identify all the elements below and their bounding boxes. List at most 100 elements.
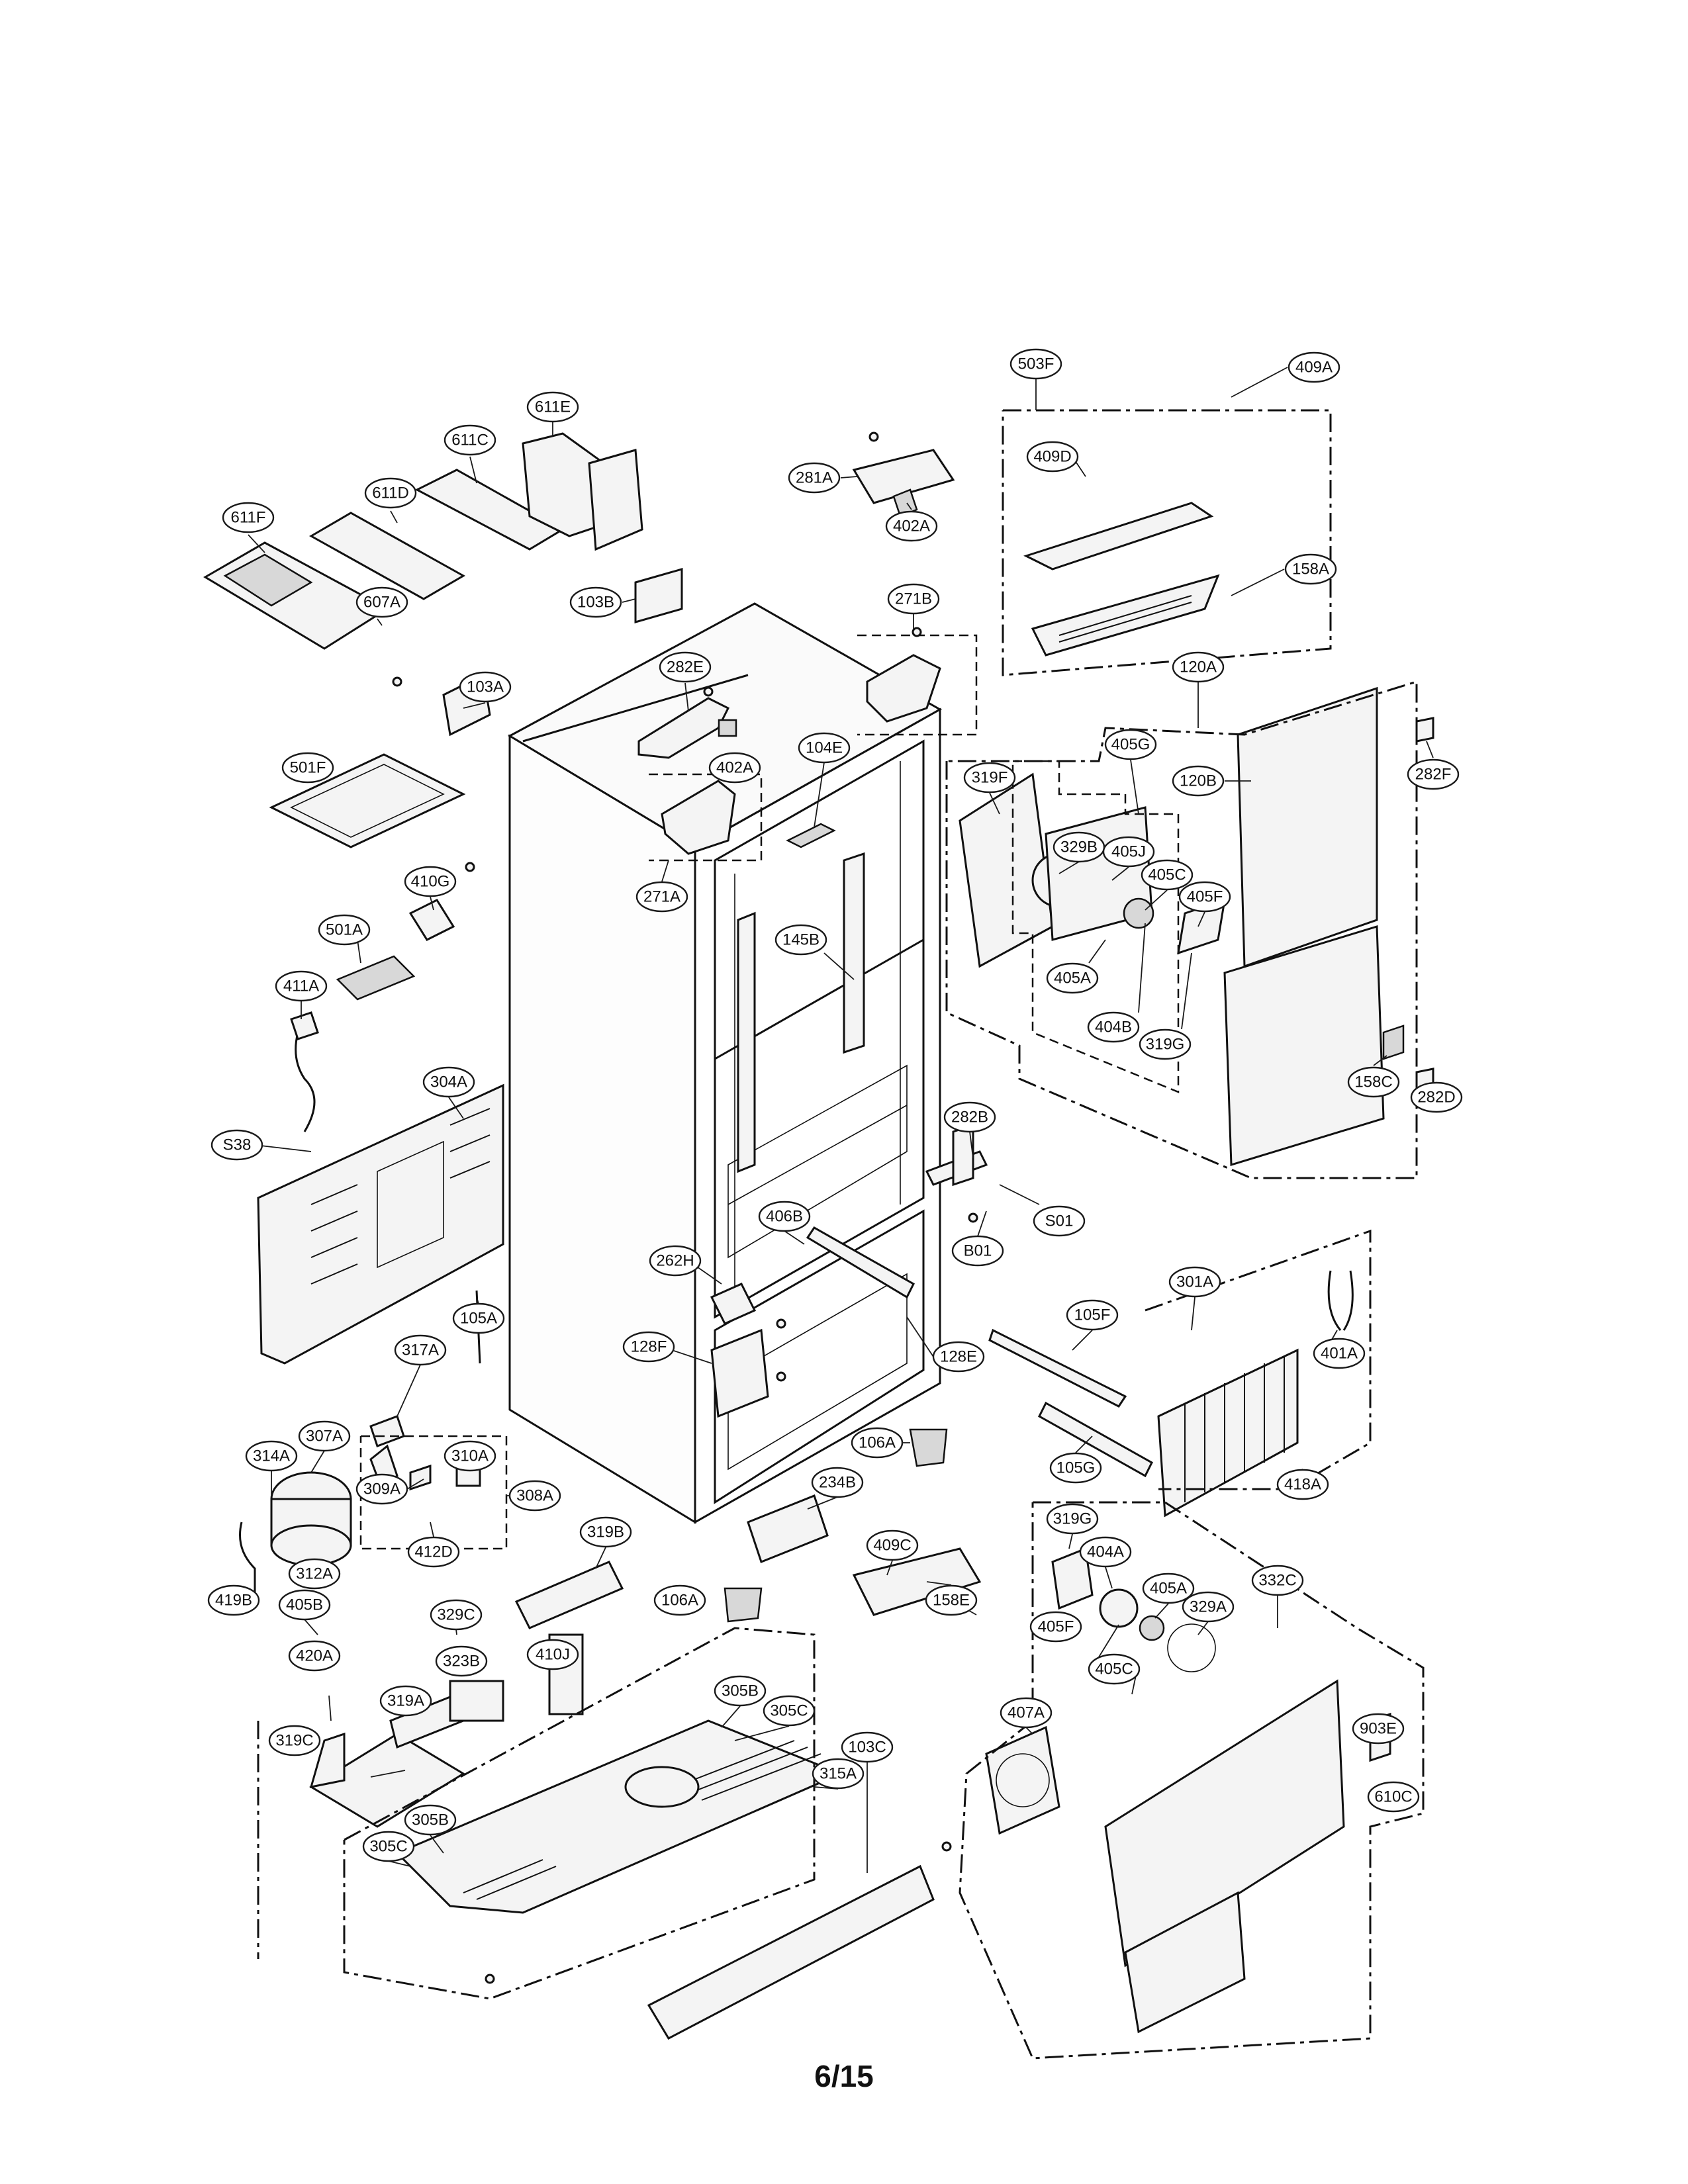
- part-callout[interactable]: 271B: [887, 583, 940, 615]
- part-callout[interactable]: 501F: [281, 752, 334, 784]
- part-callout[interactable]: 503F: [1009, 348, 1062, 380]
- part-callout[interactable]: 404B: [1087, 1011, 1140, 1043]
- part-callout[interactable]: 611E: [526, 391, 579, 423]
- part-callout[interactable]: 305B: [714, 1675, 767, 1707]
- part-callout[interactable]: 410J: [526, 1639, 579, 1670]
- part-callout[interactable]: 405A: [1142, 1572, 1195, 1604]
- part-callout[interactable]: 319A: [379, 1685, 432, 1717]
- part-callout[interactable]: 234B: [811, 1467, 864, 1498]
- part-callout[interactable]: 407A: [1000, 1697, 1053, 1729]
- part-callout[interactable]: 329B: [1053, 831, 1105, 863]
- part-callout[interactable]: 409C: [866, 1529, 919, 1561]
- part-callout[interactable]: 319C: [268, 1725, 321, 1756]
- part-callout[interactable]: 271A: [635, 881, 688, 913]
- part-callout[interactable]: 301A: [1168, 1266, 1221, 1298]
- part-callout[interactable]: S01: [1033, 1205, 1086, 1237]
- part-callout[interactable]: 120A: [1172, 651, 1225, 683]
- part-callout[interactable]: 106A: [653, 1584, 706, 1616]
- part-callout[interactable]: 412D: [407, 1536, 460, 1568]
- part-callout[interactable]: 418A: [1276, 1469, 1329, 1500]
- part-callout[interactable]: 405J: [1102, 836, 1155, 868]
- part-callout[interactable]: 410G: [404, 866, 457, 897]
- part-callout[interactable]: 610C: [1367, 1781, 1420, 1813]
- part-callout[interactable]: S38: [211, 1129, 263, 1161]
- part-callout[interactable]: 305C: [763, 1695, 816, 1727]
- svg-text:312A: 312A: [296, 1565, 333, 1583]
- part-callout[interactable]: 158C: [1347, 1066, 1400, 1098]
- part-callout[interactable]: 120B: [1172, 765, 1225, 797]
- part-callout[interactable]: 105G: [1049, 1452, 1102, 1484]
- part-callout[interactable]: 611D: [364, 477, 417, 509]
- part-callout[interactable]: 158E: [925, 1584, 978, 1616]
- part-callout[interactable]: 319G: [1139, 1028, 1192, 1060]
- part-callout[interactable]: B01: [951, 1235, 1004, 1267]
- svg-text:105F: 105F: [1074, 1306, 1111, 1324]
- part-callout[interactable]: 282B: [943, 1101, 996, 1133]
- part-callout[interactable]: 304A: [422, 1066, 475, 1098]
- svg-text:282E: 282E: [667, 659, 704, 676]
- part-callout[interactable]: 315A: [812, 1758, 865, 1790]
- part-callout[interactable]: 501A: [318, 914, 371, 946]
- part-callout[interactable]: 104E: [798, 732, 851, 764]
- part-callout[interactable]: 128F: [622, 1331, 675, 1363]
- part-callout[interactable]: 103A: [459, 671, 512, 703]
- part-callout[interactable]: 262H: [649, 1245, 702, 1277]
- part-callout[interactable]: 404A: [1079, 1536, 1132, 1568]
- part-callout[interactable]: 282D: [1410, 1081, 1463, 1113]
- part-callout[interactable]: 409D: [1026, 441, 1079, 473]
- part-callout[interactable]: 307A: [298, 1420, 351, 1452]
- part-callout[interactable]: 405A: [1046, 962, 1099, 994]
- part-callout[interactable]: 128E: [932, 1341, 985, 1373]
- part-callout[interactable]: 312A: [288, 1558, 341, 1590]
- part-callout[interactable]: 411A: [275, 970, 328, 1002]
- part-callout[interactable]: 310A: [444, 1440, 496, 1472]
- part-callout[interactable]: 329C: [430, 1599, 483, 1631]
- part-callout[interactable]: 305B: [404, 1804, 457, 1836]
- part-callout[interactable]: 145B: [774, 924, 827, 956]
- part-callout[interactable]: 611C: [444, 424, 496, 456]
- svg-text:404A: 404A: [1087, 1543, 1124, 1561]
- part-callout[interactable]: 903E: [1352, 1713, 1405, 1745]
- part-callout[interactable]: 405G: [1104, 729, 1157, 760]
- part-callout[interactable]: 405B: [278, 1589, 331, 1621]
- svg-text:412D: 412D: [414, 1543, 452, 1561]
- part-callout[interactable]: 305C: [362, 1831, 415, 1862]
- part-callout[interactable]: 332C: [1251, 1565, 1304, 1596]
- part-callout[interactable]: 607A: [355, 586, 408, 618]
- part-callout[interactable]: 405F: [1029, 1611, 1082, 1643]
- part-callout[interactable]: 405F: [1178, 881, 1231, 913]
- part-callout[interactable]: 401A: [1313, 1338, 1366, 1369]
- left-cover-parts: [257, 753, 504, 1365]
- part-callout[interactable]: 281A: [788, 462, 841, 494]
- part-callout[interactable]: 314A: [245, 1440, 298, 1472]
- part-callout[interactable]: 105A: [452, 1302, 505, 1334]
- part-callout[interactable]: 308A: [508, 1480, 561, 1512]
- part-callout[interactable]: 282F: [1407, 758, 1460, 790]
- svg-text:401A: 401A: [1321, 1345, 1358, 1363]
- part-callout[interactable]: 309A: [355, 1473, 408, 1505]
- svg-text:418A: 418A: [1284, 1476, 1321, 1494]
- part-callout[interactable]: 319F: [963, 762, 1016, 794]
- part-callout[interactable]: 282E: [659, 651, 712, 683]
- part-callout[interactable]: 611F: [222, 502, 275, 533]
- part-callout[interactable]: 103B: [569, 586, 622, 618]
- part-callout[interactable]: 317A: [394, 1334, 447, 1366]
- part-callout[interactable]: 419B: [207, 1584, 260, 1616]
- part-callout[interactable]: 158A: [1284, 553, 1337, 585]
- part-callout[interactable]: 420A: [288, 1640, 341, 1672]
- part-callout[interactable]: 402A: [885, 510, 938, 542]
- part-callout[interactable]: 105F: [1066, 1299, 1119, 1331]
- part-callout[interactable]: 405C: [1141, 859, 1194, 891]
- part-callout[interactable]: 405C: [1088, 1653, 1141, 1685]
- part-callout[interactable]: 319B: [579, 1516, 632, 1548]
- part-callout[interactable]: 402A: [708, 752, 761, 784]
- part-callout[interactable]: 409A: [1288, 351, 1340, 383]
- svg-text:281A: 281A: [796, 469, 833, 487]
- part-callout[interactable]: 323B: [435, 1645, 488, 1677]
- part-callout[interactable]: 329A: [1182, 1591, 1235, 1623]
- part-callout[interactable]: 406B: [758, 1201, 811, 1232]
- part-callout[interactable]: 106A: [851, 1427, 904, 1459]
- part-callout[interactable]: 103C: [841, 1731, 894, 1763]
- part-callout[interactable]: 319G: [1046, 1503, 1099, 1535]
